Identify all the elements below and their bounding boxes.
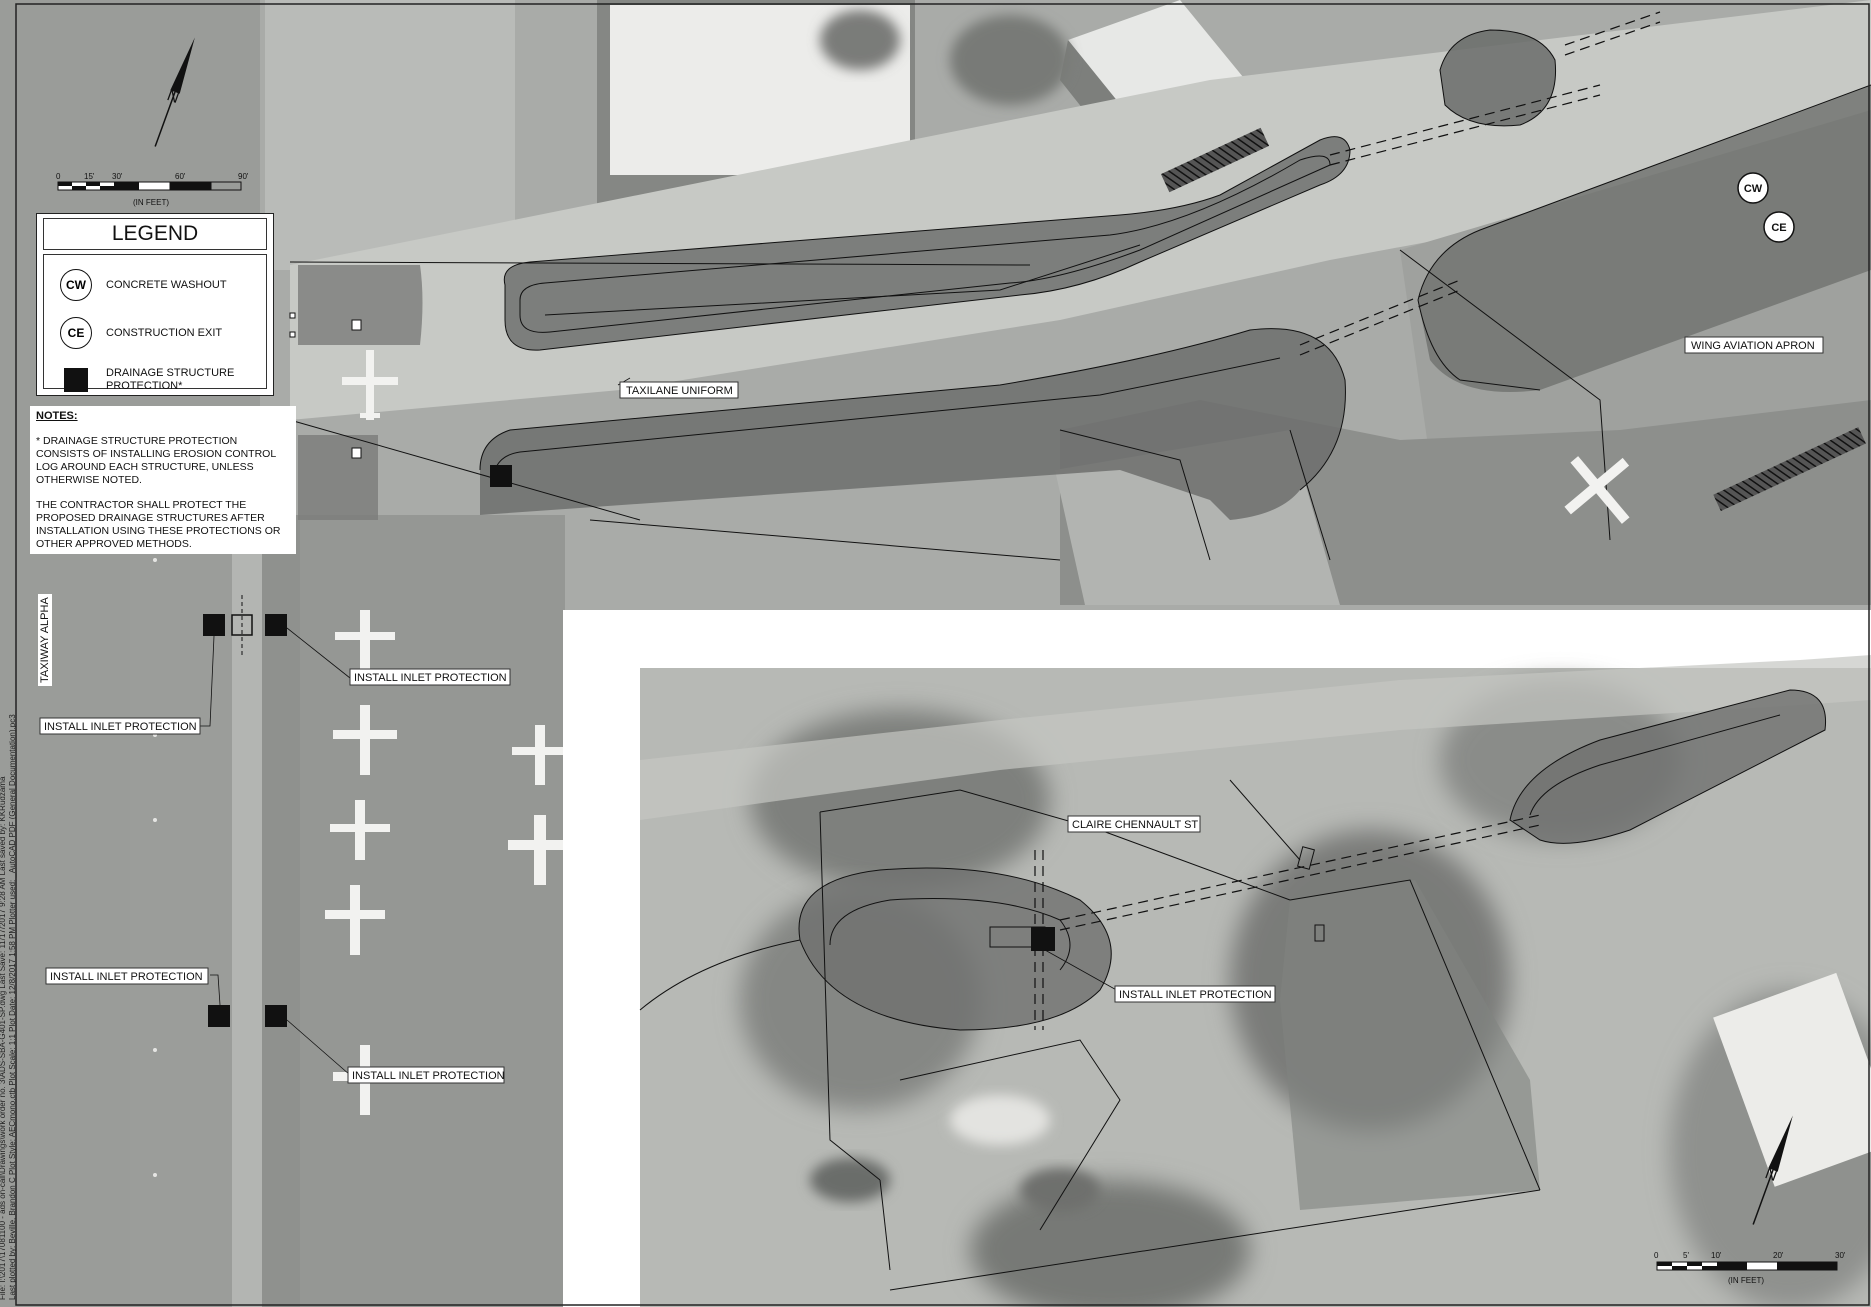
label-taxiway-alpha: TAXIWAY ALPHA xyxy=(38,594,52,686)
label-install-inlet-2: INSTALL INLET PROTECTION xyxy=(44,721,197,733)
drainage-structure-2 xyxy=(203,614,225,636)
erosion-zone-top xyxy=(1440,30,1556,126)
label-install-inlet-4: INSTALL INLET PROTECTION xyxy=(352,1070,505,1082)
label-taxilane-uniform: TAXILANE UNIFORM xyxy=(626,385,733,397)
legend-title: LEGEND xyxy=(43,218,267,250)
sheet-border xyxy=(15,3,1870,1306)
svg-text:N: N xyxy=(1763,1165,1780,1185)
note-1: * DRAINAGE STRUCTURE PROTECTION CONSISTS… xyxy=(36,435,276,486)
inset-frame: CLAIRE CHENNAULT ST INSTALL INLET PROTEC… xyxy=(563,610,1871,1307)
svg-text:(IN FEET): (IN FEET) xyxy=(1728,1276,1764,1285)
ce-map-symbol xyxy=(1763,211,1795,243)
drainage-square-icon xyxy=(64,368,88,392)
drainage-structure-3 xyxy=(265,614,287,636)
drainage-structure-4 xyxy=(208,1005,230,1027)
ce-symbol-icon: CE xyxy=(60,317,92,349)
svg-text:20': 20' xyxy=(1773,1251,1784,1260)
scale-bar-inset: 0 5' 10' 20' 30' (IN FEET) xyxy=(1654,1251,1846,1285)
label-claire-chennault-st: CLAIRE CHENNAULT ST xyxy=(1072,819,1198,831)
svg-text:0: 0 xyxy=(56,172,61,181)
svg-text:30': 30' xyxy=(1835,1251,1846,1260)
svg-text:(IN FEET): (IN FEET) xyxy=(133,198,169,207)
label-install-inlet-1: INSTALL INLET PROTECTION xyxy=(354,672,507,684)
svg-text:30': 30' xyxy=(112,172,123,181)
erosion-zone-apron xyxy=(1418,85,1871,392)
scale-bar-main: 0 15' 30' 60' 90' (IN FEET) xyxy=(56,172,249,207)
svg-text:60': 60' xyxy=(175,172,186,181)
erosion-zone-upper xyxy=(504,136,1350,351)
label-wing-aviation-apron: WING AVIATION APRON xyxy=(1691,340,1815,352)
north-arrow-main: N xyxy=(154,37,195,147)
notes-title: NOTES: xyxy=(36,410,78,422)
svg-text:90': 90' xyxy=(238,172,249,181)
label-install-inlet-inset: INSTALL INLET PROTECTION xyxy=(1119,989,1272,1001)
drainage-structure-1 xyxy=(490,465,512,487)
svg-text:5': 5' xyxy=(1683,1251,1689,1260)
drainage-structure-inset xyxy=(1031,927,1055,951)
legend-body: CW CONCRETE WASHOUT CE CONSTRUCTION EXIT… xyxy=(43,254,267,392)
svg-text:CW: CW xyxy=(1744,183,1763,195)
cw-map-symbol xyxy=(1737,172,1769,204)
legend-item-concrete-washout: CW CONCRETE WASHOUT xyxy=(60,269,262,301)
note-2: THE CONTRACTOR SHALL PROTECT THE PROPOSE… xyxy=(36,499,281,550)
notes-panel: NOTES: * DRAINAGE STRUCTURE PROTECTION C… xyxy=(30,406,296,554)
legend-item-drainage-protection: DRAINAGE STRUCTURE PROTECTION* xyxy=(60,367,262,393)
svg-text:CE: CE xyxy=(1771,222,1786,234)
label-install-inlet-3: INSTALL INLET PROTECTION xyxy=(50,971,203,983)
svg-text:0: 0 xyxy=(1654,1251,1659,1260)
north-arrow-inset: N xyxy=(1752,1115,1793,1225)
legend-panel: LEGEND CW CONCRETE WASHOUT CE CONSTRUCTI… xyxy=(36,213,274,396)
cw-symbol-icon: CW xyxy=(60,269,92,301)
file-info-block: File: I:\2017\17081100 - ads on-call\Dra… xyxy=(0,714,17,1300)
legend-item-construction-exit: CE CONSTRUCTION EXIT xyxy=(60,317,262,349)
svg-text:10': 10' xyxy=(1711,1251,1722,1260)
drainage-structure-5 xyxy=(265,1005,287,1027)
map-labels-main: TAXILANE UNIFORM WING AVIATION APRON INS… xyxy=(39,172,1824,1084)
svg-text:15': 15' xyxy=(84,172,95,181)
erosion-zone-lower xyxy=(480,328,1346,520)
svg-text:N: N xyxy=(165,87,182,107)
